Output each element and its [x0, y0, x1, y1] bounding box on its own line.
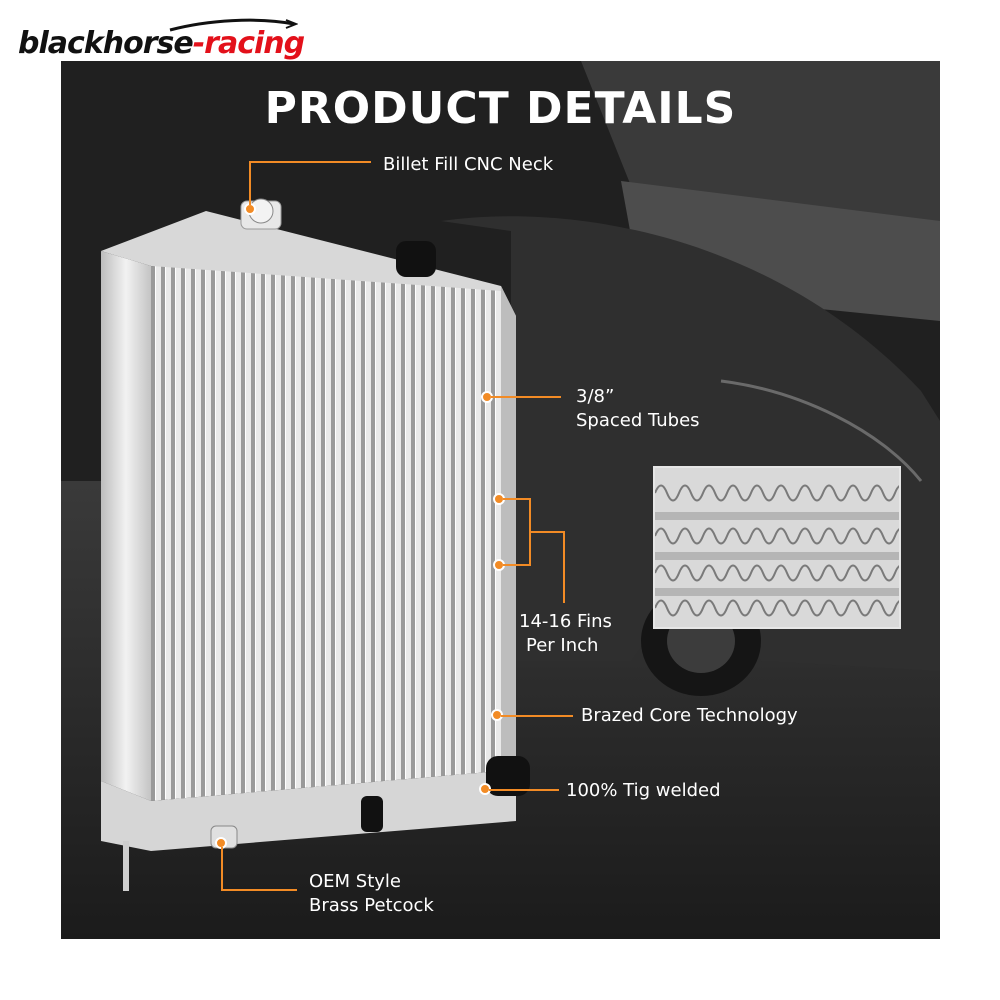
callout-line-fins-top — [503, 498, 531, 500]
label-core: Brazed Core Technology — [581, 705, 798, 726]
product-panel: PRODUCT DETAILS Billet Fill CNC Neck 3/8… — [61, 61, 940, 939]
label-fins-line2: Per Inch — [526, 635, 599, 656]
label-fill-neck: Billet Fill CNC Neck — [383, 154, 554, 175]
page-title: PRODUCT DETAILS — [264, 83, 737, 134]
callout-line-fill-neck — [249, 161, 251, 205]
logo-swoosh-icon — [169, 18, 298, 32]
callout-line-welded — [489, 789, 559, 791]
label-petcock-line1: OEM Style — [309, 871, 402, 892]
label-petcock-line2: Brass Petcock — [309, 895, 434, 916]
label-welded: 100% Tig welded — [566, 780, 721, 801]
callout-line-fill-neck-h — [249, 161, 371, 163]
callout-line-petcock-v — [221, 847, 223, 891]
callout-line-petcock-h — [221, 889, 297, 891]
label-tubes-line2: Spaced Tubes — [576, 410, 700, 431]
brand-logo: blackhorse-racing — [18, 18, 318, 68]
radiator-image — [101, 198, 530, 891]
logo-text-main: blackhorse — [18, 26, 194, 61]
fin-closeup-image — [653, 466, 901, 629]
label-fins-line1: 14-16 Fins — [519, 611, 612, 632]
callout-line-fins-bottom — [503, 564, 531, 566]
callout-line-tubes — [491, 396, 561, 398]
logo-text-accent: -racing — [192, 26, 305, 61]
callout-line-fins-down — [563, 531, 565, 603]
callout-line-core — [501, 715, 573, 717]
callout-line-fins-h — [529, 531, 565, 533]
label-tubes-line1: 3/8” — [576, 386, 615, 407]
